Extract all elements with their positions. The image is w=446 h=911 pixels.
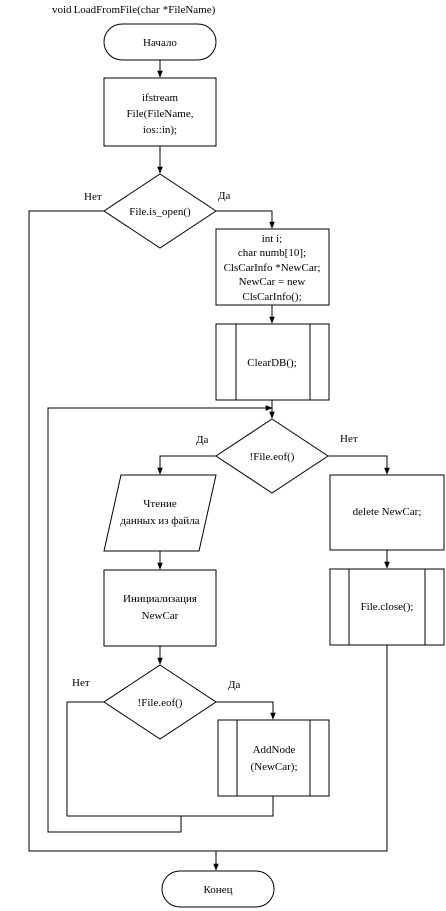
read-line-1: Чтение (143, 498, 177, 510)
decl-line-1: int i; (262, 233, 283, 245)
delete-car-label: delete NewCar; (353, 506, 422, 518)
open-check-diamond (103, 173, 217, 249)
eof-check2-diamond (103, 664, 217, 740)
stream-process-box (103, 77, 217, 147)
init-line-1: Инициализация (123, 593, 197, 605)
file-close-label: File.close(); (361, 601, 414, 613)
add-node-line-2: (NewCar); (250, 761, 297, 773)
open-no-connector (28, 210, 216, 852)
file-close-exit-connector (216, 645, 388, 852)
decl-line-4: NewCar = new (239, 276, 306, 288)
decl-line-2: char numb[10]; (238, 247, 306, 259)
eof-no-connector (328, 455, 390, 475)
eof-check2-label: !File.eof() (138, 697, 183, 709)
delete-car-box (329, 474, 445, 551)
stream-line-2: File(FileName, (127, 108, 194, 120)
decl-line-5: ClsCarInfo(); (242, 291, 301, 303)
add-node-line-1: AddNode (253, 744, 296, 756)
start-label: Начало (143, 37, 177, 49)
add-node-exit-connector (181, 796, 274, 817)
eof-check2-yes-label: Да (228, 679, 241, 691)
open-check-no-label: Нет (84, 191, 102, 203)
add-node-box (217, 719, 330, 797)
stream-line-3: ios::in); (143, 124, 177, 136)
init-line-2: NewCar (142, 610, 179, 622)
eof2-no-connector (66, 701, 181, 817)
open-check-yes-label: Да (218, 190, 231, 202)
read-data-parallelogram (103, 474, 217, 552)
stream-line-1: ifstream (142, 92, 178, 104)
end-terminator (161, 870, 275, 908)
read-line-2: данных из файла (120, 515, 199, 527)
declarations-box (215, 228, 330, 306)
end-label: Конец (204, 884, 233, 896)
open-yes-connector (216, 210, 275, 229)
eof-check-label: !File.eof() (250, 451, 295, 463)
eof-check-no-label: Нет (340, 433, 358, 445)
eof-check2-no-label: Нет (72, 677, 90, 689)
eof-check-yes-label: Да (196, 434, 209, 446)
eof-yes-connector (157, 455, 216, 475)
decl-line-3: ClsCarInfo *NewCar; (224, 262, 321, 274)
clear-db-label: ClearDB(); (247, 357, 296, 369)
loop-back-connector (47, 405, 273, 833)
init-box (103, 569, 217, 647)
eof2-yes-connector (216, 701, 276, 720)
open-check-label: File.is_open() (129, 206, 191, 218)
eof-check-diamond (215, 418, 329, 494)
